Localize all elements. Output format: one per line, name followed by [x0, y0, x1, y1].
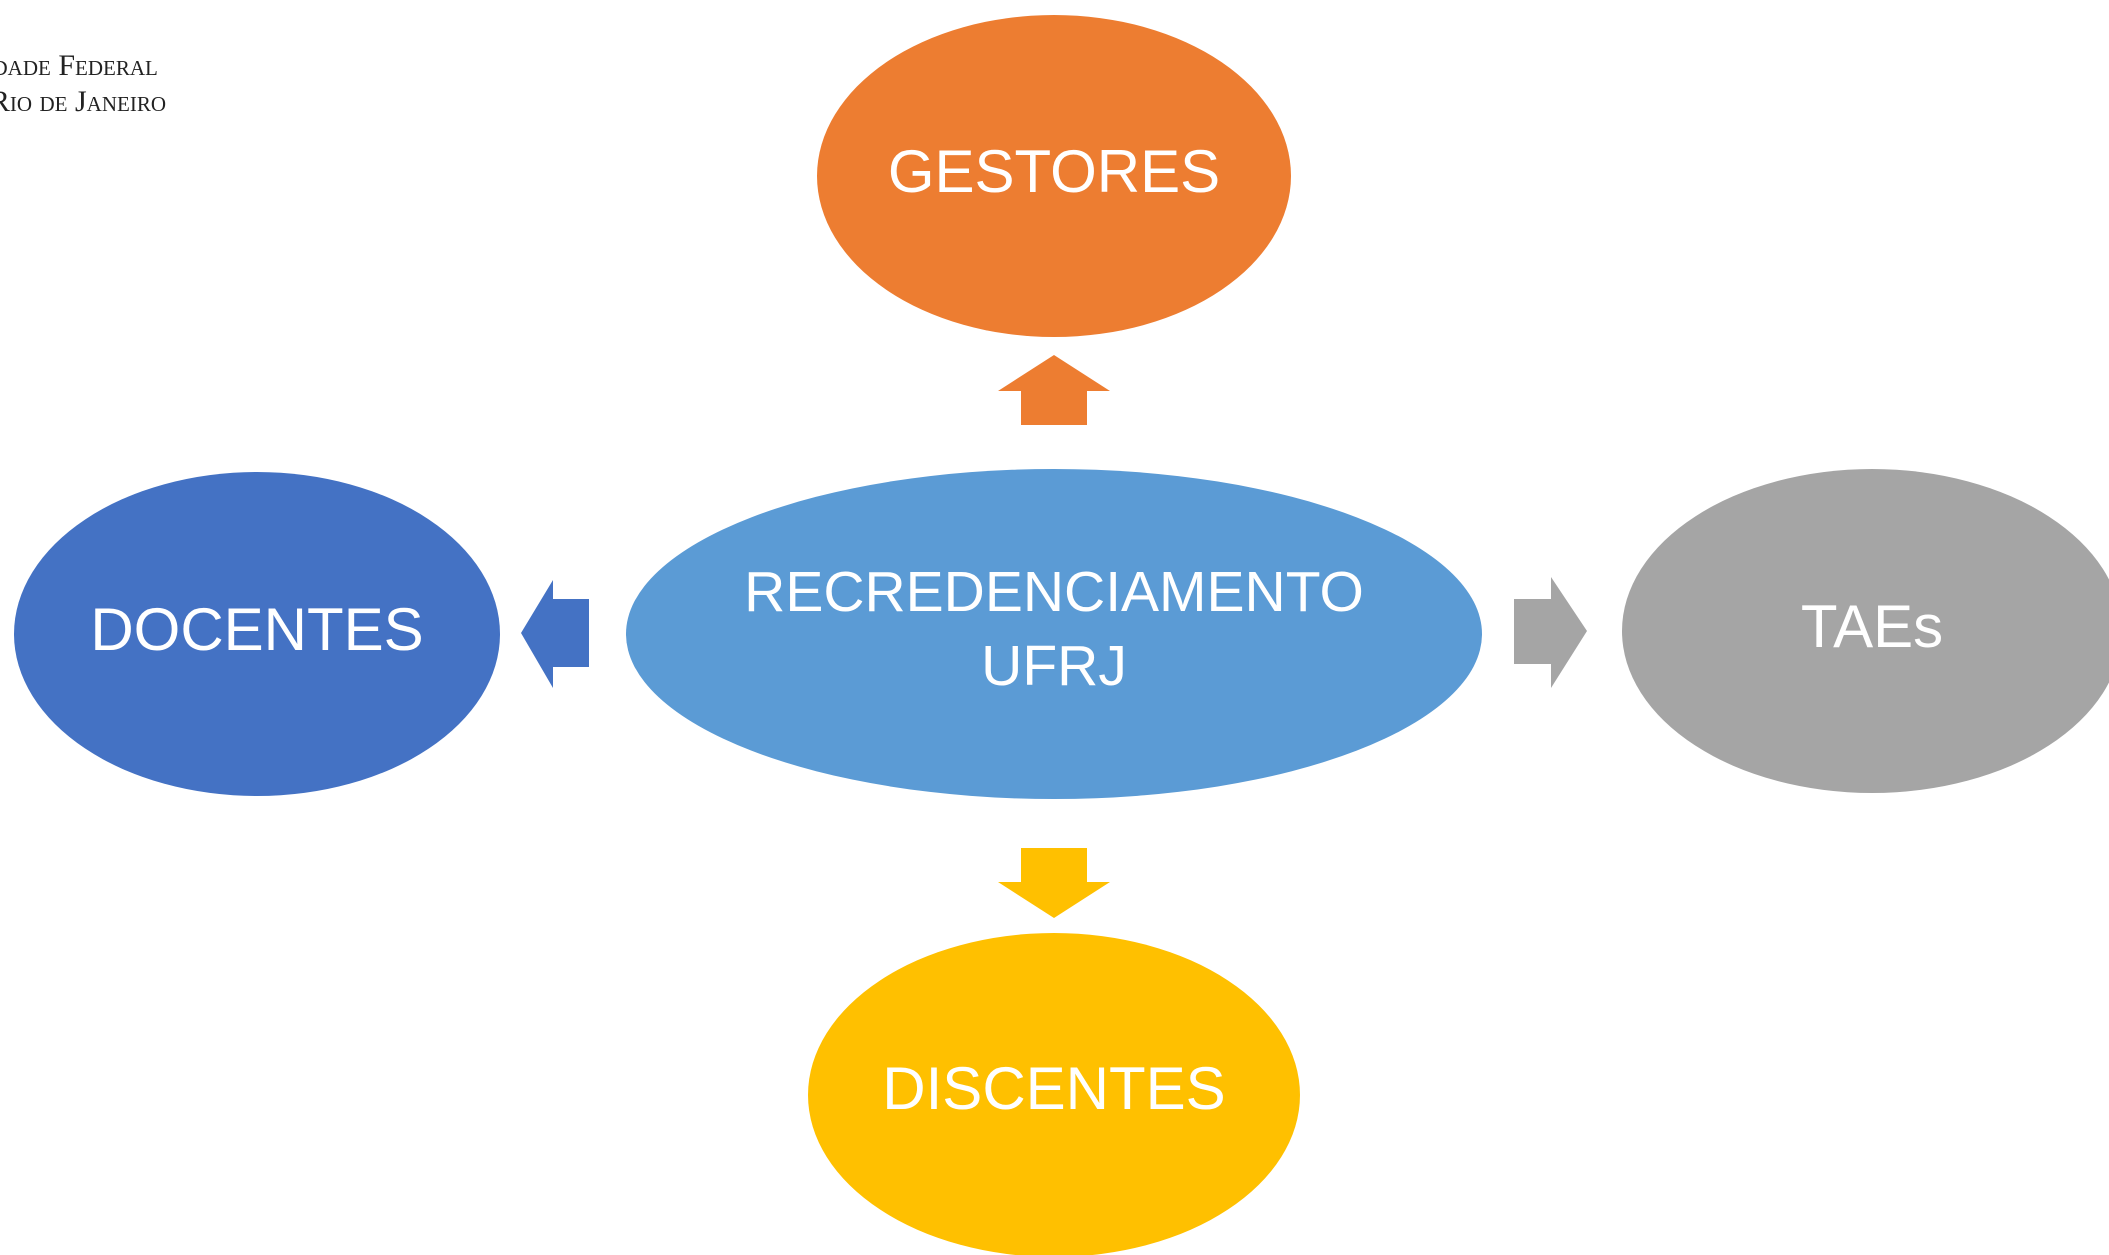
node-center-shape [626, 469, 1482, 799]
node-gestores-label: GESTORES [888, 138, 1220, 205]
node-taes: TAEs [1622, 469, 2109, 793]
node-discentes-label: DISCENTES [882, 1055, 1225, 1122]
node-center-label-line-1: RECREDENCIAMENTO [744, 560, 1364, 624]
node-docentes-shape [14, 472, 500, 796]
arrow-left-icon [521, 580, 589, 688]
node-center: RECREDENCIAMENTO UFRJ [626, 469, 1482, 799]
arrow-down-icon [998, 848, 1110, 918]
ufrj-logo: Universidade Federal do Rio de Janeiro [0, 49, 166, 118]
node-center-label-line-2: UFRJ [981, 634, 1127, 698]
node-discentes-shape [808, 933, 1300, 1255]
node-docentes: DOCENTES [14, 472, 500, 796]
arrow-right-icon [1514, 577, 1587, 688]
logo-line-2: do Rio de Janeiro [0, 85, 166, 118]
node-discentes: DISCENTES [808, 933, 1300, 1255]
node-taes-label: TAEs [1801, 593, 1943, 660]
node-docentes-label: DOCENTES [90, 596, 423, 663]
node-gestores-shape [817, 15, 1291, 337]
node-taes-shape [1622, 469, 2109, 793]
logo-line-1: Universidade Federal [0, 49, 158, 82]
node-gestores: GESTORES [817, 15, 1291, 337]
arrow-up-icon [998, 355, 1110, 425]
